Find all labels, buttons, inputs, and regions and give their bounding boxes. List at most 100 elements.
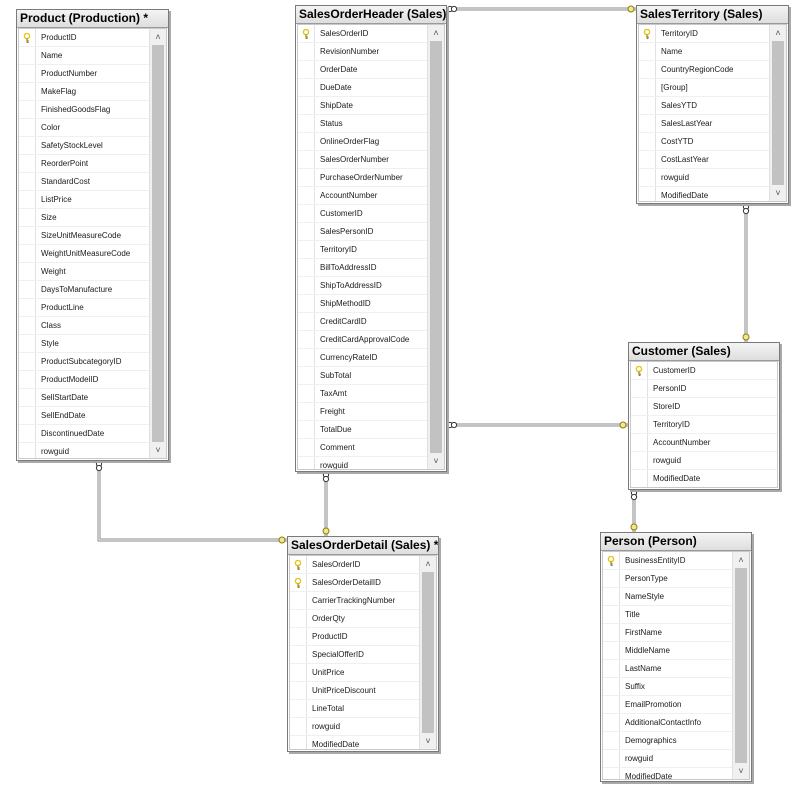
vertical-scrollbar[interactable]: ˄˅	[732, 552, 749, 779]
column-row[interactable]: Comment	[298, 439, 428, 457]
column-row[interactable]: SizeUnitMeasureCode	[19, 227, 150, 245]
row-selector[interactable]	[19, 65, 36, 82]
column-row[interactable]: ProductID	[290, 628, 420, 646]
row-selector[interactable]	[298, 385, 315, 402]
relationship-customer-person[interactable]	[630, 489, 638, 532]
column-row[interactable]: OrderDate	[298, 61, 428, 79]
scrollbar-thumb[interactable]	[152, 45, 164, 442]
column-row[interactable]: ShipDate	[298, 97, 428, 115]
row-selector[interactable]	[298, 241, 315, 258]
row-selector[interactable]	[298, 187, 315, 204]
column-row[interactable]: CurrencyRateID	[298, 349, 428, 367]
column-row[interactable]: Status	[298, 115, 428, 133]
column-row[interactable]: OrderQty	[290, 610, 420, 628]
row-selector[interactable]	[298, 313, 315, 330]
column-row[interactable]: MakeFlag	[19, 83, 150, 101]
row-selector[interactable]	[603, 606, 620, 623]
vertical-scrollbar[interactable]: ˄˅	[427, 25, 444, 469]
row-selector[interactable]	[19, 299, 36, 316]
column-row[interactable]: PersonType	[603, 570, 733, 588]
column-row[interactable]: Title	[603, 606, 733, 624]
column-row[interactable]: ModifiedDate	[603, 768, 733, 779]
row-selector[interactable]	[639, 79, 656, 96]
row-selector[interactable]	[298, 457, 315, 469]
column-row[interactable]: ModifiedDate	[639, 187, 770, 201]
row-selector[interactable]	[19, 245, 36, 262]
column-row[interactable]: TerritoryID	[298, 241, 428, 259]
row-selector[interactable]	[19, 389, 36, 406]
column-row[interactable]: SalesYTD	[639, 97, 770, 115]
column-row[interactable]: DaysToManufacture	[19, 281, 150, 299]
row-selector[interactable]	[298, 277, 315, 294]
row-selector[interactable]	[290, 664, 307, 681]
column-row[interactable]: rowguid	[639, 169, 770, 187]
column-row[interactable]: SellStartDate	[19, 389, 150, 407]
row-selector[interactable]	[298, 421, 315, 438]
column-row[interactable]: CustomerID	[298, 205, 428, 223]
row-selector[interactable]	[290, 592, 307, 609]
row-selector[interactable]	[639, 133, 656, 150]
scroll-down-icon[interactable]: ˅	[775, 188, 781, 198]
scroll-up-icon[interactable]: ˄	[425, 559, 431, 569]
column-row[interactable]: MiddleName	[603, 642, 733, 660]
vertical-scrollbar[interactable]: ˄˅	[769, 25, 786, 201]
relationship-territory-customer[interactable]	[742, 203, 750, 342]
column-row[interactable]: SalesLastYear	[639, 115, 770, 133]
row-selector[interactable]	[19, 371, 36, 388]
column-row[interactable]: ProductModelID	[19, 371, 150, 389]
row-selector[interactable]	[19, 83, 36, 100]
column-row[interactable]: rowguid	[603, 750, 733, 768]
column-row[interactable]: CarrierTrackingNumber	[290, 592, 420, 610]
row-selector[interactable]	[298, 115, 315, 132]
row-selector[interactable]	[639, 151, 656, 168]
scrollbar-thumb[interactable]	[422, 572, 434, 733]
table-title[interactable]: Product (Production) *	[17, 10, 168, 28]
scroll-up-icon[interactable]: ˄	[433, 28, 439, 38]
row-selector[interactable]	[19, 281, 36, 298]
scroll-down-icon[interactable]: ˅	[433, 456, 439, 466]
column-row[interactable]: TotalDue	[298, 421, 428, 439]
row-selector[interactable]	[639, 25, 656, 42]
row-selector[interactable]	[639, 97, 656, 114]
row-selector[interactable]	[19, 119, 36, 136]
column-row[interactable]: ProductNumber	[19, 65, 150, 83]
vertical-scrollbar[interactable]: ˄˅	[419, 556, 436, 749]
column-row[interactable]: Class	[19, 317, 150, 335]
row-selector[interactable]	[290, 556, 307, 573]
column-row[interactable]: Suffix	[603, 678, 733, 696]
row-selector[interactable]	[290, 736, 307, 749]
row-selector[interactable]	[290, 628, 307, 645]
row-selector[interactable]	[603, 642, 620, 659]
row-selector[interactable]	[631, 452, 648, 469]
column-row[interactable]: SubTotal	[298, 367, 428, 385]
column-row[interactable]: rowguid	[290, 718, 420, 736]
column-row[interactable]: DiscontinuedDate	[19, 425, 150, 443]
scroll-down-icon[interactable]: ˅	[738, 766, 744, 776]
row-selector[interactable]	[603, 696, 620, 713]
column-row[interactable]: BusinessEntityID	[603, 552, 733, 570]
row-selector[interactable]	[19, 173, 36, 190]
row-selector[interactable]	[639, 169, 656, 186]
row-selector[interactable]	[639, 43, 656, 60]
column-row[interactable]: Name	[19, 47, 150, 65]
column-row[interactable]: StandardCost	[19, 173, 150, 191]
row-selector[interactable]	[298, 25, 315, 42]
column-row[interactable]: TerritoryID	[631, 416, 777, 434]
row-selector[interactable]	[631, 380, 648, 397]
column-row[interactable]: LineTotal	[290, 700, 420, 718]
column-row[interactable]: Size	[19, 209, 150, 227]
table-title[interactable]: Customer (Sales)	[629, 343, 779, 361]
column-row[interactable]: FinishedGoodsFlag	[19, 101, 150, 119]
row-selector[interactable]	[298, 331, 315, 348]
column-row[interactable]: Style	[19, 335, 150, 353]
row-selector[interactable]	[19, 335, 36, 352]
row-selector[interactable]	[298, 151, 315, 168]
row-selector[interactable]	[639, 115, 656, 132]
row-selector[interactable]	[19, 353, 36, 370]
